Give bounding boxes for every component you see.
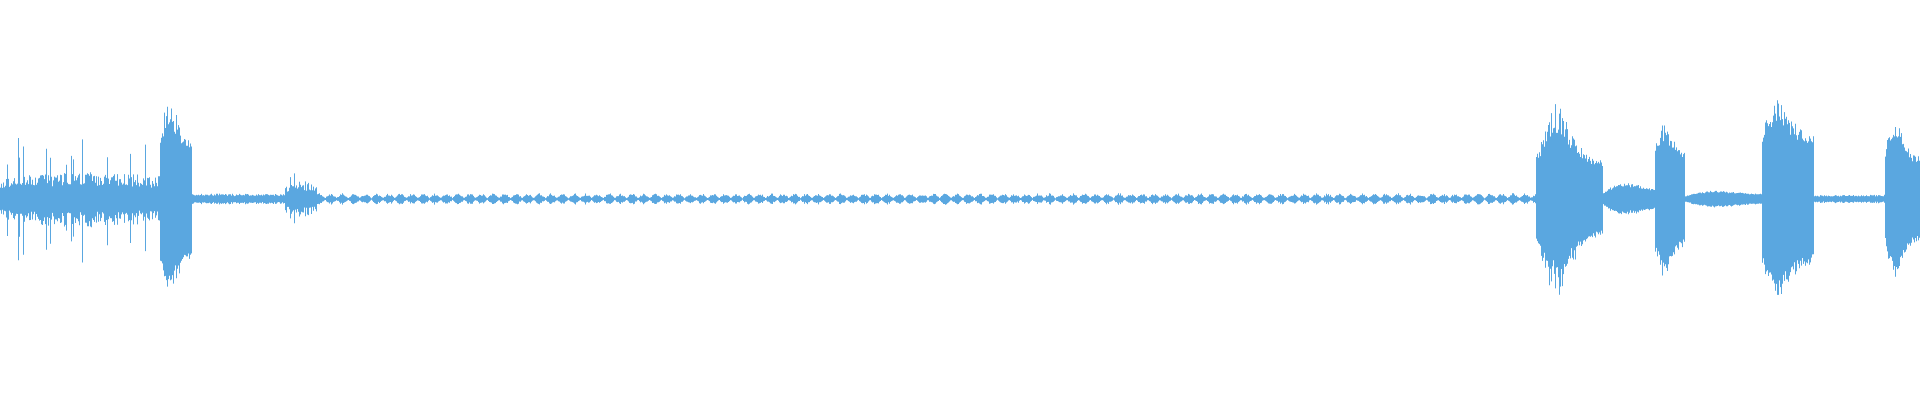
- waveform-path: [0, 100, 1920, 295]
